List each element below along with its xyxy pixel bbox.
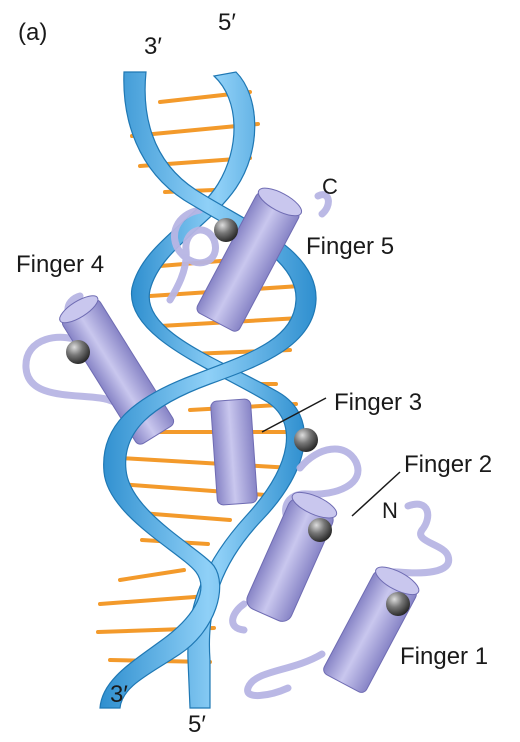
c-terminus-label: C [322,174,338,199]
strand-end-top-right: 5′ [218,9,236,36]
finger-4-label: Finger 4 [16,251,104,278]
finger-4-helix [56,291,176,447]
zinc-ion-finger-5 [214,218,238,242]
zinc-ion-finger-3 [294,428,318,452]
finger-2-label: Finger 2 [404,451,492,478]
strand-end-bottom-left: 3′ [110,681,128,708]
zinc-ion-finger-4 [66,340,90,364]
finger-5-label: Finger 5 [306,233,394,260]
n-terminus-label: N [382,498,398,523]
finger-1-label: Finger 1 [400,643,488,670]
strand-end-bottom-right: 5′ [188,711,206,738]
zinc-ion-finger-2 [308,518,332,542]
finger-3-helix [210,399,257,506]
zinc-ion-finger-1 [386,592,410,616]
strand-end-top-left: 3′ [144,33,162,60]
finger-3-label: Finger 3 [334,389,422,416]
panel-label: (a) [18,19,47,46]
finger-1-helix [322,562,423,695]
